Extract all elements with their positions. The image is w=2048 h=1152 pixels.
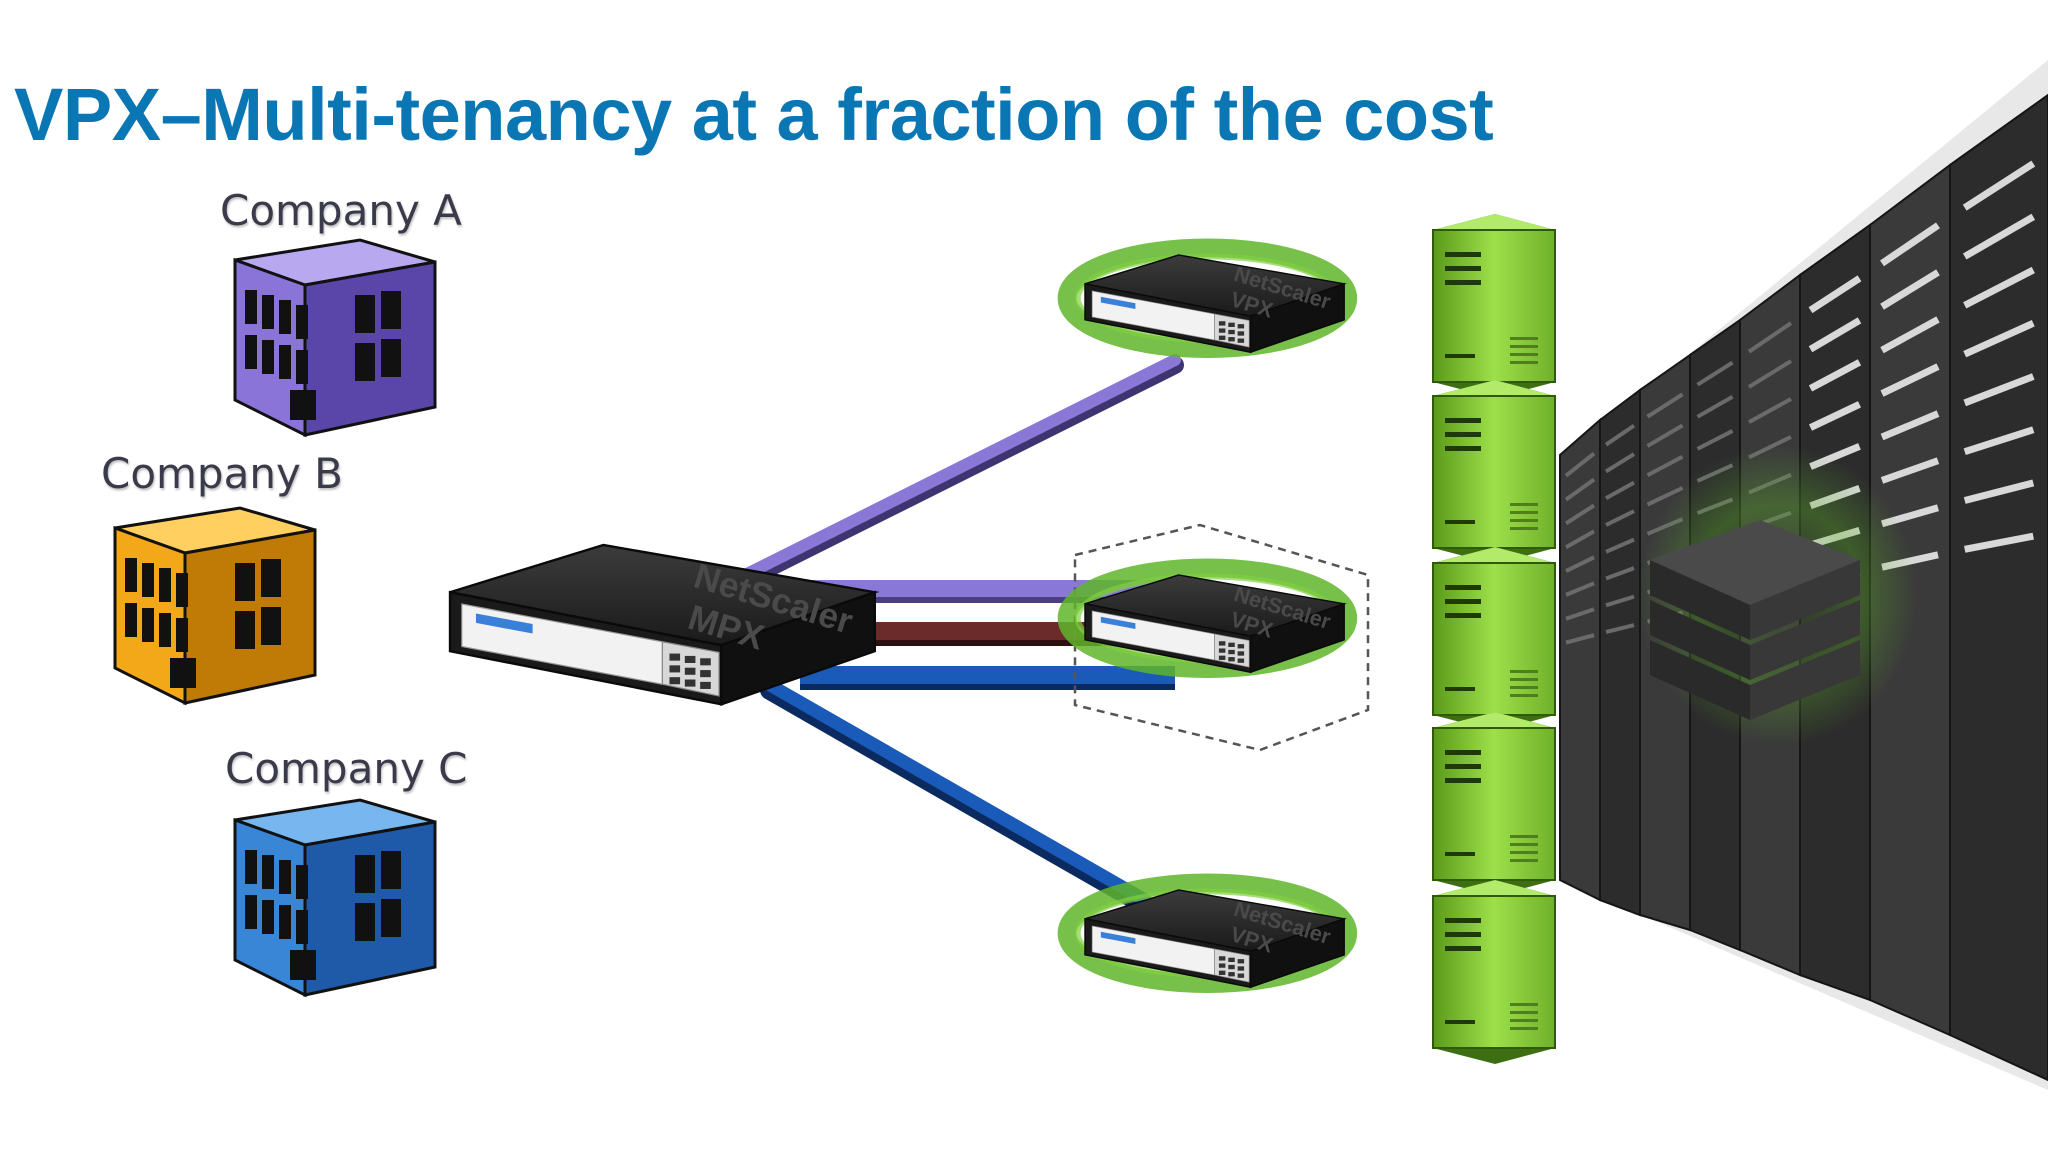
rack-drive-slot: [1962, 160, 2036, 211]
rack-drive-slot: [1605, 480, 1635, 500]
rack-drive-slot: [1565, 555, 1595, 573]
dashed-tenant-boundary: [1073, 523, 1370, 752]
link-company-c-middle-shadow: [800, 684, 1175, 690]
rack-drive-slot: [1880, 316, 1940, 354]
rack-drive-slot: [1808, 317, 1862, 353]
building-icon: [233, 798, 437, 998]
rack-drive-slot: [1646, 392, 1684, 419]
rack-drive-slot: [1696, 395, 1734, 419]
rack-drive-slot: [1565, 581, 1595, 597]
green-server-icon: [1432, 380, 1556, 564]
company-b-label: Company B: [101, 449, 343, 498]
green-server-icon: [1432, 712, 1556, 896]
rack-drive-slot: [1880, 363, 1940, 397]
rack-drive-slot: [1605, 537, 1635, 554]
green-server-icon: [1432, 214, 1556, 398]
rack-drive-slot: [1963, 426, 2035, 456]
company-c-label: Company C: [225, 744, 468, 793]
building-icon: [233, 238, 437, 438]
rack-drive-slot: [1604, 452, 1636, 474]
link-company-b-middle-shadow: [860, 640, 1175, 646]
rack-drive-slot: [1747, 321, 1793, 354]
rack-drive-slot: [1565, 633, 1595, 645]
server-rack: [1949, 93, 2048, 1082]
rack-drive-slot: [1964, 532, 2034, 553]
rack-drive-slot: [1646, 423, 1684, 448]
rack-drive-slot: [1564, 503, 1596, 526]
rack-drive-slot: [1809, 401, 1861, 431]
rack-drive-slot: [1564, 477, 1596, 502]
rack-drive-slot: [1605, 594, 1635, 608]
rack-drive-slot: [1963, 320, 2035, 358]
rack-drive-slot: [1808, 275, 1862, 314]
company-a-label: Company A: [220, 186, 462, 235]
rack-drive-slot: [1748, 397, 1792, 424]
rack-drive-slot: [1880, 410, 1940, 441]
rack-drive-slot: [1880, 457, 1940, 484]
rack-drive-slot: [1605, 566, 1635, 581]
link-company-a-top-highlight: [729, 354, 1181, 586]
rack-drive-slot: [1808, 359, 1862, 392]
link-company-a-middle-shadow: [780, 597, 1175, 603]
rack-drive-slot: [1565, 529, 1595, 549]
link-company-c-middle: [800, 666, 1175, 684]
rack-drive-slot: [1963, 373, 2035, 407]
green-server-icon: [1432, 880, 1556, 1064]
rack-drive-slot: [1880, 222, 1940, 267]
rack-drive-slot: [1963, 266, 2035, 309]
vpx-glow-ring: [1057, 873, 1358, 993]
rack-drive-slot: [1880, 269, 1940, 310]
vpx-glow-ring: [1057, 558, 1358, 678]
rack-drive-slot: [1963, 479, 2035, 504]
green-server-icon: [1432, 547, 1556, 731]
rack-drive-slot: [1604, 423, 1636, 447]
rack-drive-slot: [1696, 360, 1734, 387]
datacenter-racks: [1559, 60, 2048, 1090]
rack-drive-slot: [1696, 429, 1734, 451]
vpx-glow-ring: [1057, 238, 1358, 358]
slide-title: VPX–Multi-tenancy at a fraction of the c…: [14, 73, 1494, 156]
link-company-c-bottom-highlight: [763, 678, 1152, 907]
rack-drive-slot: [1605, 623, 1635, 635]
rack-drive-slot: [1747, 359, 1793, 389]
stacked-servers-icon: [1650, 520, 1860, 720]
rack-drive-slot: [1605, 509, 1635, 527]
rack-drive-slot: [1646, 486, 1684, 507]
server-rack: [1599, 388, 1641, 917]
connection-links: [726, 354, 1184, 915]
server-rack: [1559, 417, 1601, 902]
rack-drive-slot: [1565, 607, 1595, 621]
building-icon: [113, 506, 317, 706]
rack-drive-slot: [1564, 451, 1596, 478]
rack-drive-slot: [1962, 213, 2036, 260]
server-column: [1432, 214, 1556, 1064]
rack-drive-slot: [1646, 454, 1684, 478]
